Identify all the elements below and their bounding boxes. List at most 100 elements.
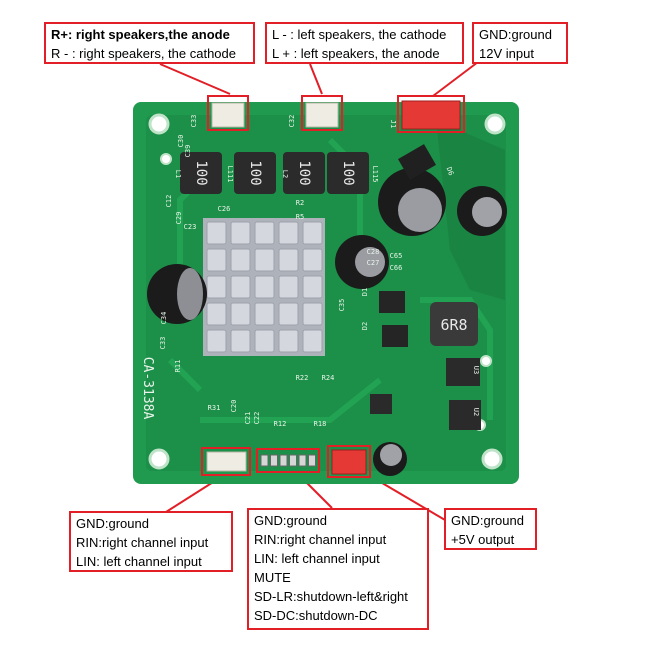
silkscreen-label: C23 — [184, 223, 197, 231]
heatsink-fin — [302, 248, 323, 272]
leader-left-speaker — [309, 63, 323, 95]
silkscreen-label: R31 — [208, 404, 221, 412]
heatsink-fin — [230, 302, 251, 326]
mounting-hole — [480, 355, 492, 367]
silkscreen-label: L2 — [281, 170, 289, 178]
connectors-bottom — [201, 445, 371, 478]
inductor-l1-mark: 100 — [193, 160, 209, 185]
inductor-l1 — [180, 152, 222, 194]
inductor-large — [430, 302, 478, 346]
heatsink-fin — [206, 302, 227, 326]
silkscreen-label: R24 — [322, 374, 335, 382]
callout-line: SD-LR:shutdown-left&right — [254, 589, 408, 604]
heatsink-fin — [230, 329, 251, 353]
leader-power-out — [371, 476, 446, 521]
inductor-l111 — [234, 152, 276, 194]
mounting-hole — [484, 113, 506, 135]
ic-small — [370, 394, 392, 414]
heatsink-fin — [230, 275, 251, 299]
silkscreen-label: D6 — [445, 166, 455, 177]
silkscreen-label: C22 — [253, 412, 261, 425]
heatsink-fin — [278, 329, 299, 353]
heatsink-fin — [206, 221, 227, 245]
regulator-u2 — [449, 400, 481, 430]
leader-right-speaker — [159, 63, 231, 95]
heatsink-fin — [230, 248, 251, 272]
power-in-connector-body — [401, 100, 461, 130]
callout-line: SD-DC:shutdown-DC — [254, 608, 378, 623]
silkscreen-label: J1 — [389, 120, 397, 128]
heatsink-fin — [302, 302, 323, 326]
power-out-connector-body — [331, 449, 367, 475]
callout-line: L + : left speakers, the anode — [272, 46, 440, 61]
mounting-hole — [148, 448, 170, 470]
heatsink-fin — [254, 329, 275, 353]
silkscreen-label: C39 — [184, 145, 192, 158]
callout-line: RIN:right channel input — [76, 535, 209, 550]
callout-line: LIN: left channel input — [76, 554, 202, 569]
capacitor-top-right-2-top — [472, 197, 502, 227]
silkscreen-label: D2 — [361, 322, 369, 330]
connectors-top — [207, 95, 465, 133]
ics — [370, 144, 481, 430]
callout-control: GND:ground RIN:right channel input LIN: … — [247, 508, 429, 630]
inductor-l2-mark: 100 — [296, 160, 312, 185]
silkscreen-label: C35 — [338, 299, 346, 312]
capacitor-left-cap — [177, 268, 203, 320]
callout-line: 12V input — [479, 46, 534, 61]
callout-line: +5V output — [451, 532, 515, 547]
silkscreen-label: C21 — [244, 412, 252, 425]
power-in-connector[interactable] — [397, 95, 465, 133]
heatsink-fin — [206, 248, 227, 272]
silkscreen-label: C66 — [390, 264, 403, 272]
callout-right-speaker: R+: right speakers,the anode R - : right… — [44, 22, 255, 64]
mounting-hole — [481, 448, 503, 470]
silkscreen-label: L111 — [226, 166, 234, 183]
inductors: 100 100 100 100 6R8 — [180, 152, 478, 346]
heatsink-fin — [278, 275, 299, 299]
diode-d1 — [379, 291, 405, 313]
callout-line: R+: right speakers,the anode — [51, 27, 230, 42]
silkscreen-label: C20 — [230, 400, 238, 413]
heatsink-fin — [206, 275, 227, 299]
heatsink-fin — [302, 329, 323, 353]
callout-line: R - : right speakers, the cathode — [51, 46, 236, 61]
callout-line: MUTE — [254, 570, 291, 585]
callout-line: GND:ground — [254, 513, 327, 528]
silkscreen-label: R18 — [314, 420, 327, 428]
callout-power-in: GND:ground 12V input — [472, 22, 568, 64]
silkscreen-label: R11 — [174, 360, 182, 373]
header-pin — [279, 454, 288, 467]
silkscreen-label: R12 — [274, 420, 287, 428]
silkscreen-label: C29 — [175, 212, 183, 225]
control-header-pins — [260, 454, 316, 467]
board-model-label: CA-3138A — [140, 357, 155, 420]
silkscreen-label: R2 — [296, 199, 304, 207]
right-speaker-connector[interactable] — [207, 95, 249, 131]
callout-left-speaker: L - : left speakers, the cathode L + : l… — [265, 22, 464, 64]
leader-lines — [159, 61, 479, 521]
heatsink-fin — [278, 248, 299, 272]
inductor-l115 — [327, 152, 369, 194]
regulator-d6 — [398, 144, 436, 180]
heatsink-fin — [278, 221, 299, 245]
header-pin — [308, 454, 316, 467]
callout-line: GND:ground — [76, 516, 149, 531]
silkscreen-label: D1 — [361, 288, 369, 296]
mounting-hole — [148, 113, 170, 135]
power-out-connector[interactable] — [327, 445, 371, 478]
control-header[interactable] — [256, 448, 320, 473]
header-pin — [270, 454, 278, 467]
capacitors — [147, 168, 507, 476]
heatsink-fin — [254, 248, 275, 272]
left-speaker-connector[interactable] — [301, 95, 343, 131]
silkscreen-label: L1 — [174, 170, 182, 178]
callout-audio-in: GND:ground RIN:right channel input LIN: … — [69, 511, 233, 572]
header-pin — [289, 454, 297, 467]
audio-in-connector[interactable] — [201, 447, 251, 476]
audio-in-connector-body — [206, 451, 247, 472]
heatsink-fin — [254, 302, 275, 326]
